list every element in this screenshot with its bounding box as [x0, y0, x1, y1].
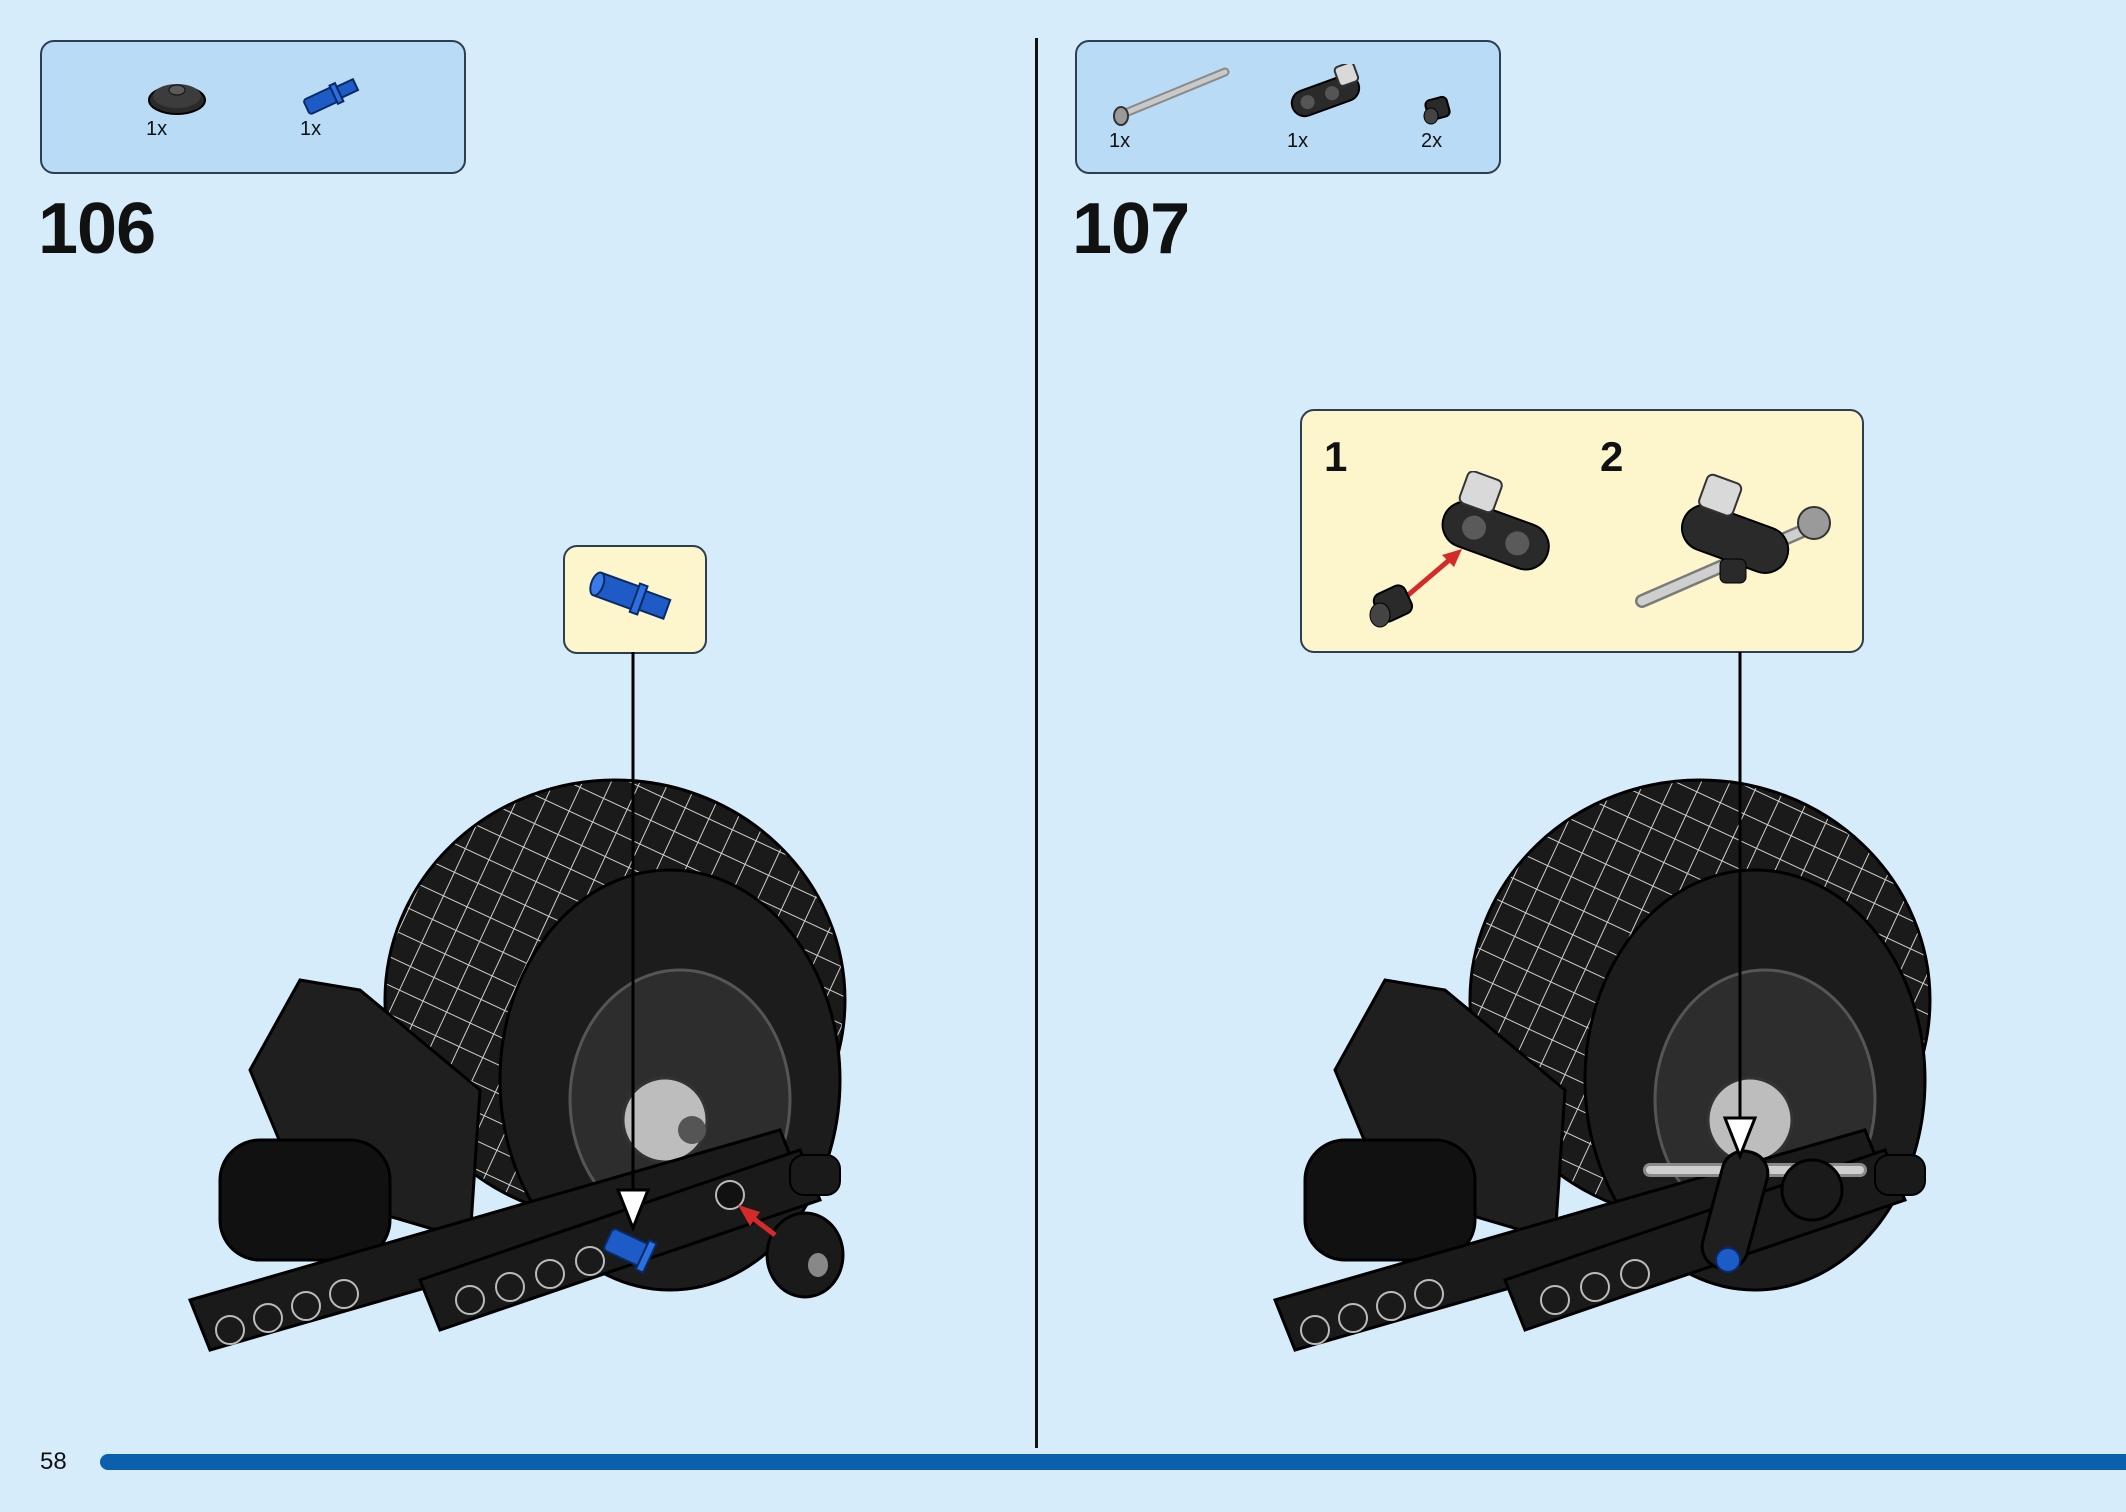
substep-number: 2: [1600, 433, 1624, 480]
axle-icon: [1113, 67, 1230, 126]
round-plate-icon: [148, 84, 206, 115]
parts-list-107: 1x 1x 2x: [1075, 40, 1501, 174]
substep-2-illustration: [1635, 473, 1831, 608]
callout-107: 1 2: [1300, 409, 1864, 653]
page-divider: [1035, 38, 1038, 1448]
part-qty: 1x: [1109, 130, 1131, 152]
substep-number: 1: [1324, 433, 1348, 480]
bush-icon: [1423, 95, 1451, 125]
part-qty: 2x: [1421, 130, 1443, 152]
progress-bar: [100, 1454, 2126, 1470]
part-qty: 1x: [1287, 130, 1309, 152]
axle-pin-icon: [303, 77, 360, 115]
page-number: 58: [40, 1448, 67, 1475]
beam-connector-icon: [1290, 64, 1361, 118]
step-number: 106: [38, 189, 156, 269]
blue-axle-pin-icon: [589, 571, 672, 620]
model-107: [1272, 652, 1932, 1352]
substep-1-illustration: [1369, 471, 1550, 628]
step-number: 107: [1072, 189, 1190, 269]
parts-list-106: 1x 1x: [40, 40, 466, 174]
callout-106: [563, 545, 707, 654]
part-qty: 1x: [300, 118, 322, 140]
part-qty: 1x: [146, 118, 168, 140]
model-106: [187, 652, 847, 1352]
